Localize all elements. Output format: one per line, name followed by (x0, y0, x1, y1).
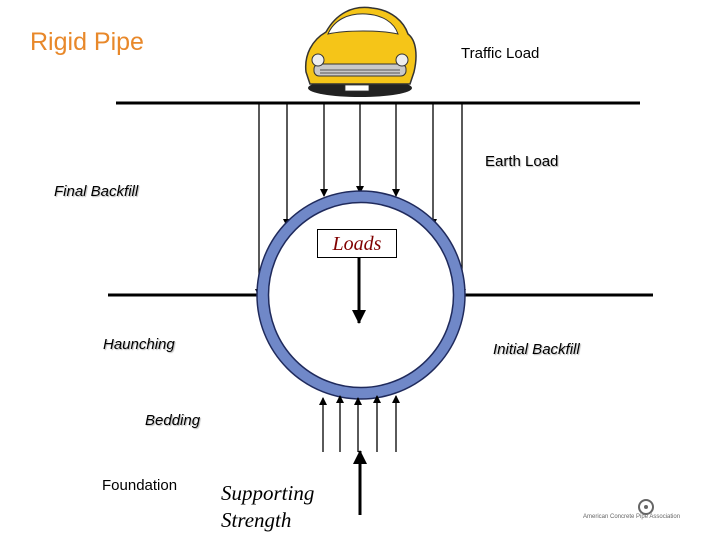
foundation-label: Foundation (102, 477, 178, 494)
traffic-load-label: Traffic Load (461, 45, 540, 62)
haunching-label: Haunching (103, 336, 175, 353)
bedding-label: Bedding (145, 412, 201, 429)
initial-backfill-label: Initial Backfill (493, 341, 580, 358)
final-backfill-label: Final Backfill (54, 183, 139, 200)
pipe-ring (257, 191, 465, 399)
earth-load-arrows (255, 103, 466, 297)
pipe-ring-inner-edge (267, 201, 455, 389)
car-icon (304, 6, 417, 97)
acpa-logo-text: American Concrete Pipe Association (583, 514, 681, 520)
earth-load-label: Earth Load (485, 153, 559, 170)
page-title: Rigid Pipe (30, 28, 144, 56)
acpa-logo: American Concrete Pipe Association (583, 497, 713, 527)
supporting-strength-label: Supporting Strength (221, 481, 315, 532)
acpa-logo-icon (638, 499, 654, 515)
loads-label: Loads (317, 229, 397, 258)
support-arrows (319, 395, 400, 452)
